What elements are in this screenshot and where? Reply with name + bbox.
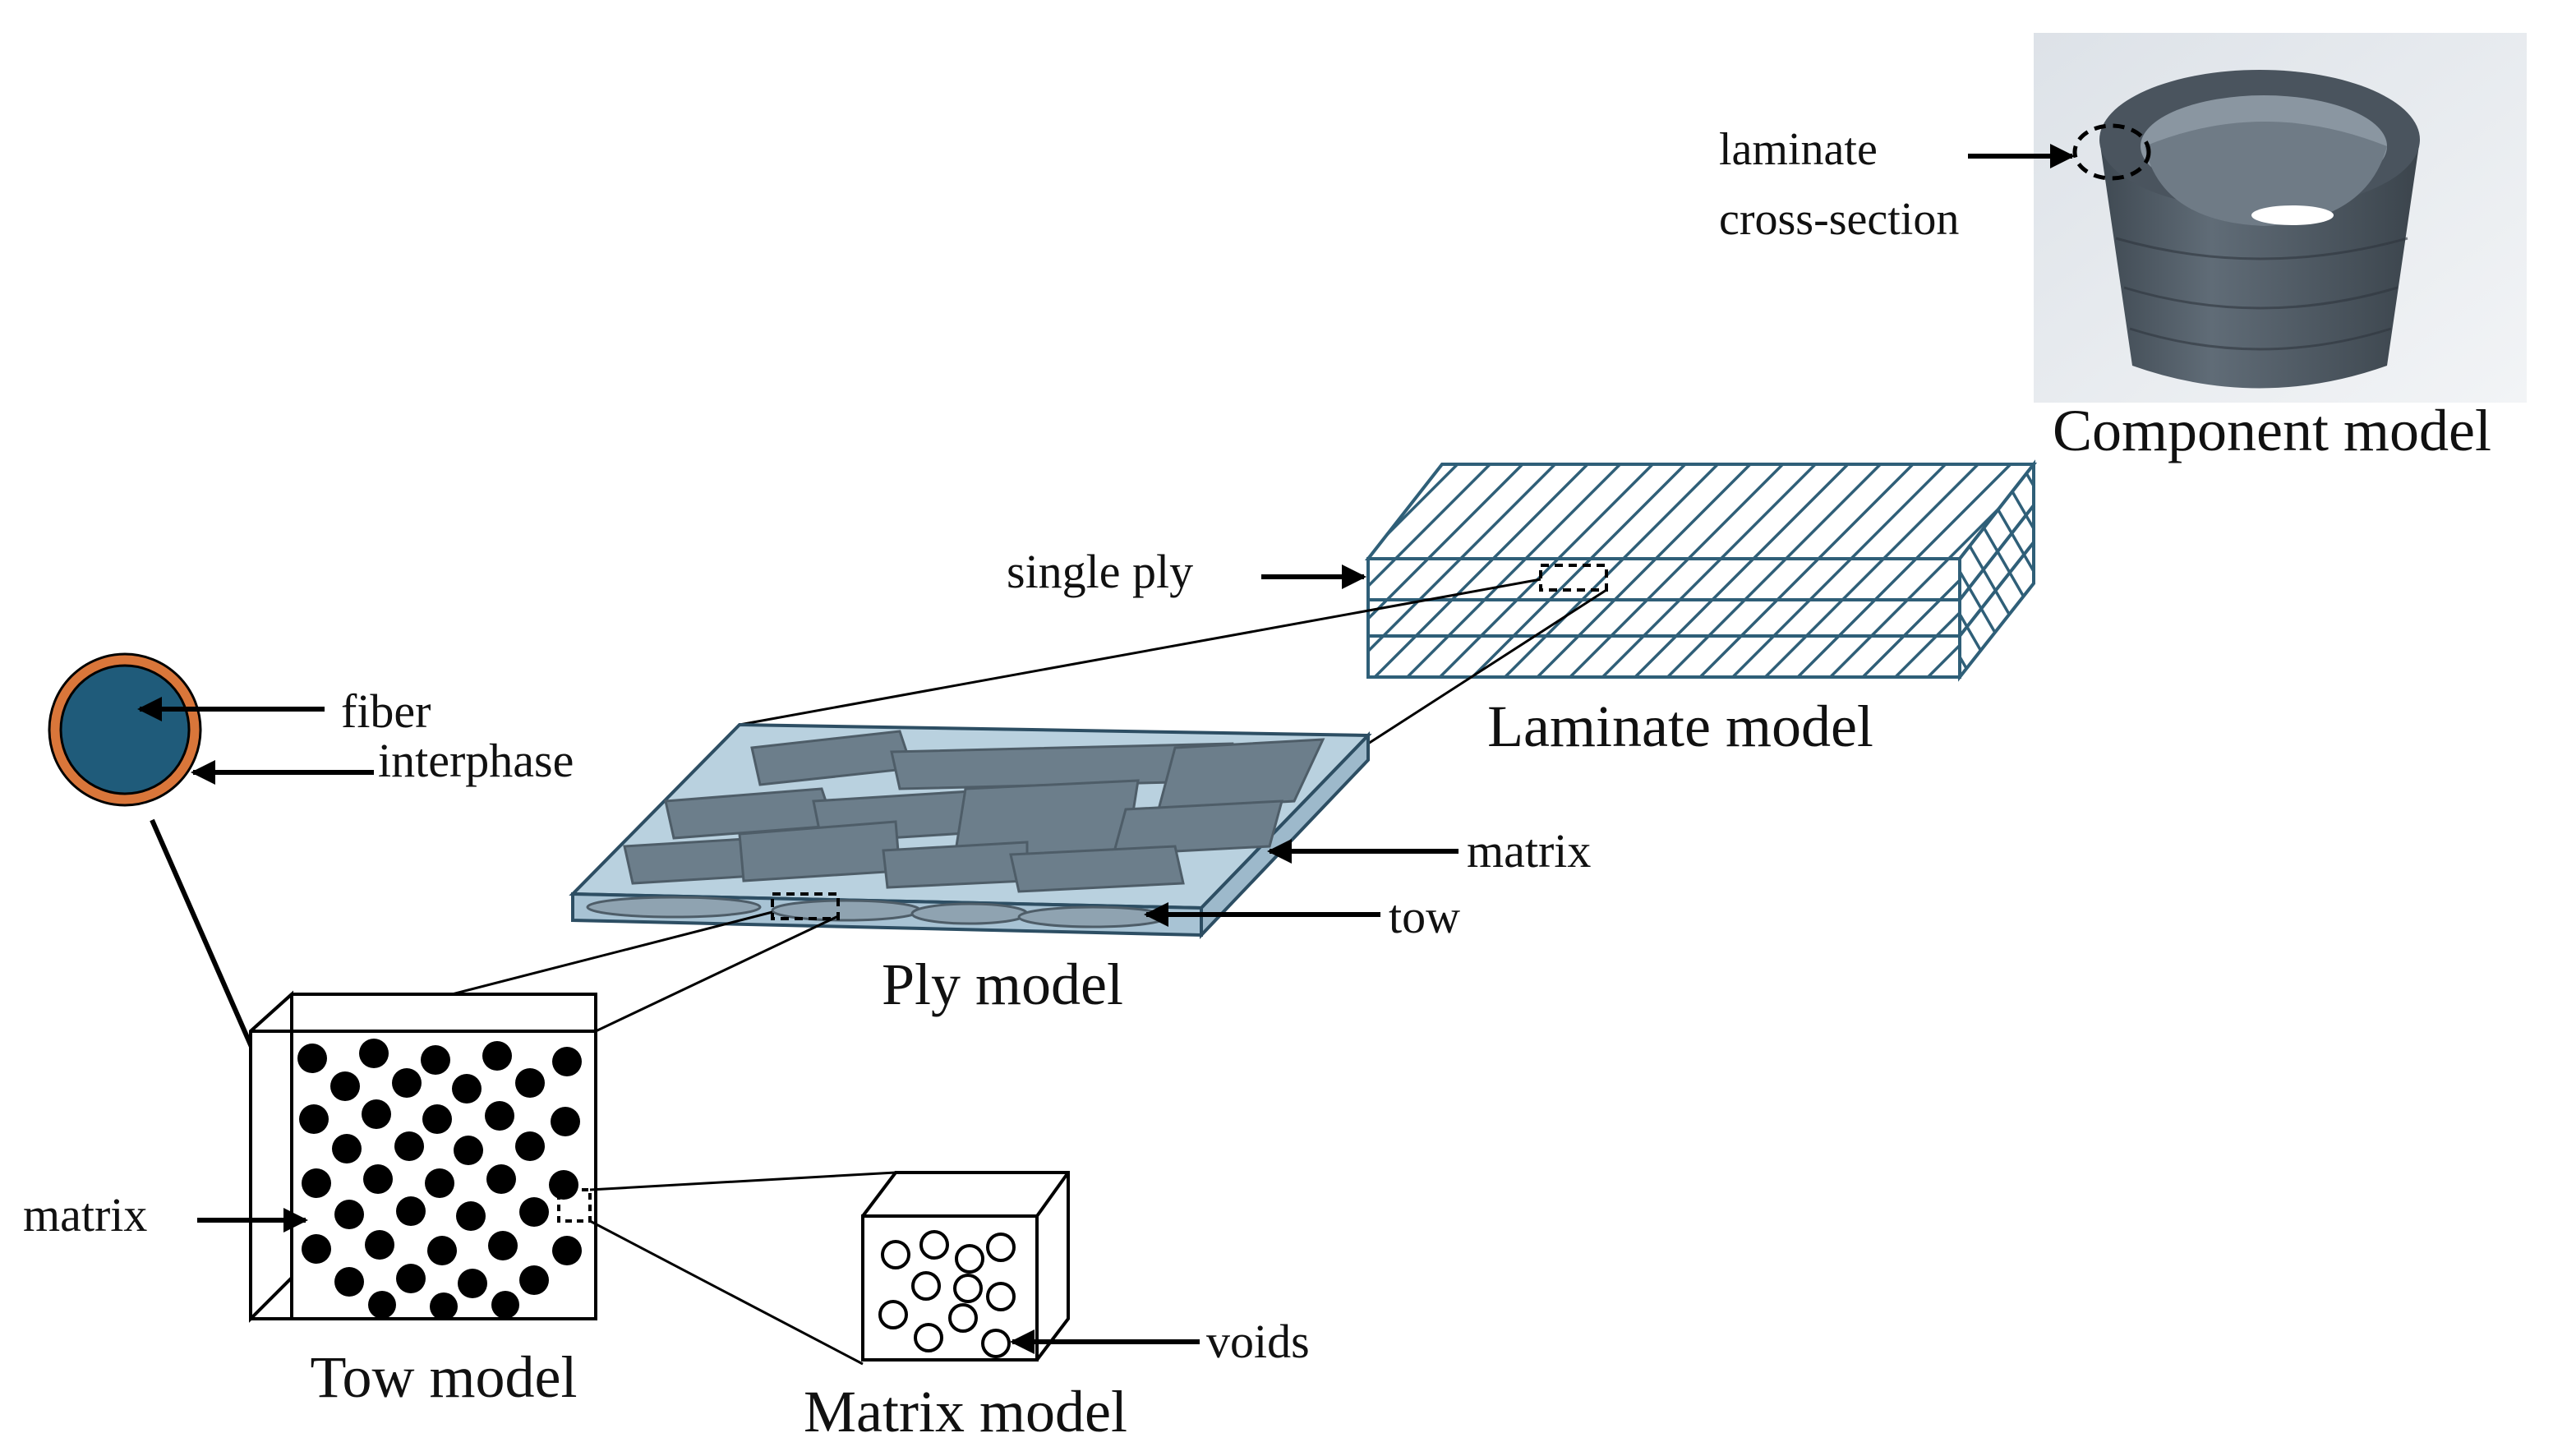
component-model-title: Component model: [2053, 398, 2491, 463]
matrix-selection-box: [557, 1188, 592, 1223]
fiber-label: fiber: [341, 684, 431, 738]
component-cylinder: [2099, 70, 2420, 389]
voids-label: voids: [1206, 1315, 1310, 1368]
void-circles: [878, 1230, 1016, 1358]
woven-ply: [569, 722, 1372, 939]
zoom-lines-laminate-to-ply: [739, 578, 1607, 745]
matrix-cube: [861, 1171, 1070, 1362]
tow-model: matrix Tow model: [23, 990, 597, 1410]
ply-model: matrix tow Ply model: [569, 722, 1591, 1017]
cross-section-highlight: [2072, 123, 2151, 181]
matrix-model: voids Matrix model: [804, 1171, 1310, 1444]
tow-label: tow: [1389, 890, 1460, 943]
matrix-model-title: Matrix model: [804, 1379, 1127, 1444]
laminate-model: single ply Laminate model: [1007, 459, 2038, 759]
laminate-label: laminate: [1719, 124, 1878, 175]
laminate-model-title: Laminate model: [1487, 693, 1873, 759]
tow-fiber-dots: [297, 1039, 582, 1320]
laminate-stack: [1364, 459, 2038, 682]
cross-section-label: cross-section: [1719, 194, 1959, 245]
ply-selection-box: [1539, 564, 1608, 592]
tow-model-title: Tow model: [311, 1344, 578, 1410]
component-model: laminate cross-section Component model: [1719, 33, 2527, 463]
fiber-model: fiber interphase: [48, 652, 574, 1169]
zoom-lines-tow-to-matrix: [589, 1171, 896, 1366]
single-ply-label: single ply: [1007, 545, 1193, 598]
interphase-label: interphase: [378, 734, 574, 787]
fiber-core: [59, 664, 191, 795]
ply-model-title: Ply model: [882, 951, 1123, 1017]
tow-selection-box: [771, 892, 840, 920]
tow-matrix-label: matrix: [23, 1188, 147, 1242]
ply-matrix-label: matrix: [1467, 824, 1591, 878]
